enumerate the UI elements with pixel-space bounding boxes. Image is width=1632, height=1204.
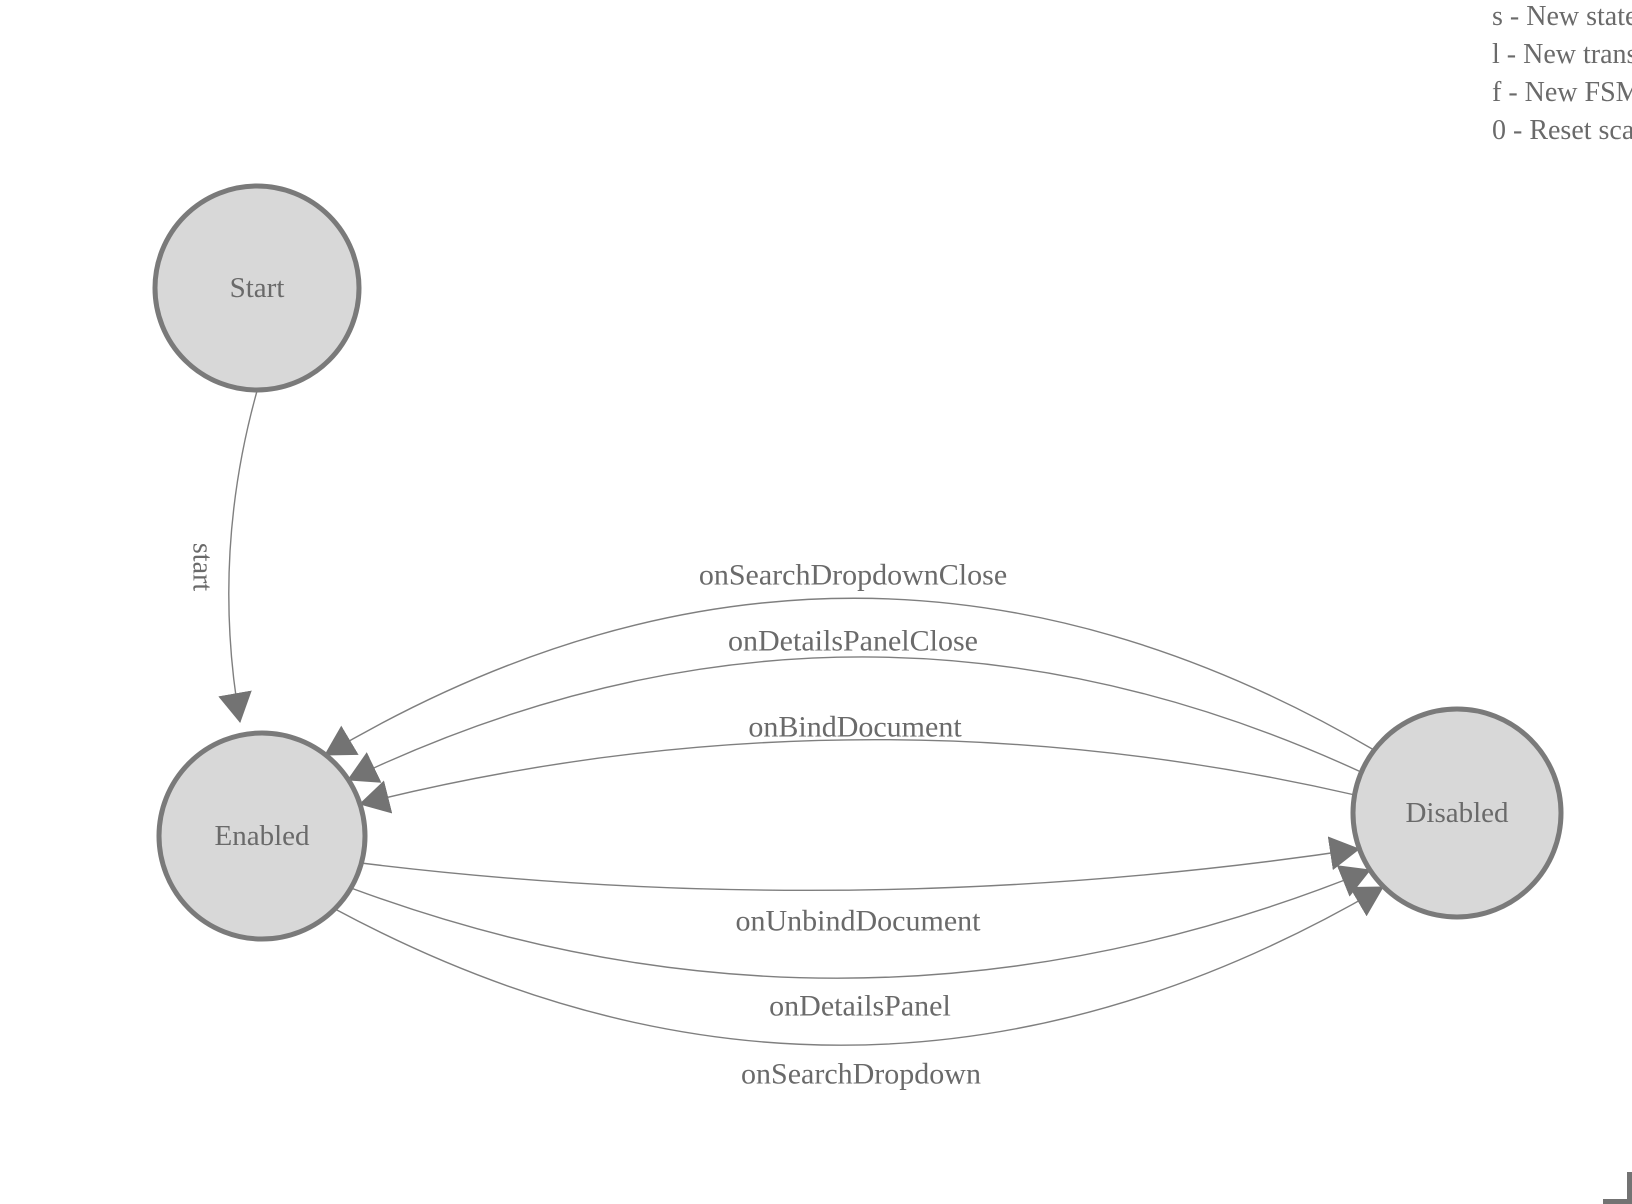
transition-label-onUnbindDocument[interactable]: onUnbindDocument bbox=[736, 905, 982, 938]
transition-edge-onSearchDropdownClose[interactable] bbox=[324, 597, 1375, 756]
transition-label-start[interactable]: start bbox=[187, 543, 218, 591]
transition-edge-onDetailsPanelClose[interactable] bbox=[347, 656, 1362, 783]
state-circle-disabled[interactable] bbox=[1350, 706, 1564, 920]
transition-label-onBindDocument[interactable]: onBindDocument bbox=[748, 711, 962, 744]
paper-corner-marker bbox=[1603, 1172, 1632, 1204]
transition-edge-start[interactable] bbox=[218, 390, 258, 723]
hint-line-reset-scale: 0 - Reset scale bbox=[1492, 115, 1632, 146]
shortcut-hints: s - New state l - New transition f - New… bbox=[1492, 0, 1632, 150]
state-circle-start[interactable] bbox=[152, 183, 362, 393]
hint-line-new-state: s - New state bbox=[1492, 1, 1632, 32]
state-label-disabled: Disabled bbox=[1405, 797, 1509, 829]
state-label-start: Start bbox=[230, 272, 285, 304]
state-circle-enabled[interactable] bbox=[156, 730, 368, 942]
transition-edge-onUnbindDocument[interactable] bbox=[360, 836, 1360, 892]
transition-edge-onBindDocument[interactable] bbox=[359, 739, 1356, 814]
hint-line-new-transition: l - New transition bbox=[1492, 39, 1632, 70]
state-label-enabled: Enabled bbox=[214, 820, 310, 852]
transition-label-onSearchDropdownClose[interactable]: onSearchDropdownClose bbox=[699, 559, 1007, 592]
transition-label-onSearchDropdown[interactable]: onSearchDropdown bbox=[741, 1058, 981, 1091]
transition-label-onDetailsPanel[interactable]: onDetailsPanel bbox=[769, 990, 951, 1023]
transition-edge-onDetailsPanel[interactable] bbox=[350, 865, 1371, 979]
hint-line-new-fsm: f - New FSM bbox=[1492, 77, 1632, 108]
state-node-disabled[interactable]: Disabled bbox=[1350, 706, 1564, 920]
transition-edge-onSearchDropdown[interactable] bbox=[334, 886, 1384, 1046]
state-node-start[interactable]: Start bbox=[152, 183, 362, 393]
state-node-enabled[interactable]: Enabled bbox=[156, 730, 368, 942]
transition-label-onDetailsPanelClose[interactable]: onDetailsPanelClose bbox=[728, 625, 978, 658]
